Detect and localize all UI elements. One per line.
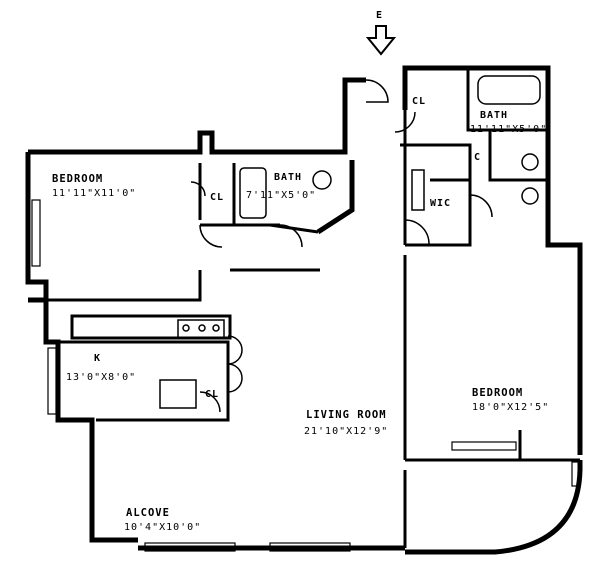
windows — [31, 199, 581, 552]
alcove-label: ALCOVE — [126, 507, 170, 519]
bath-center-label: BATH — [274, 172, 302, 183]
entry-marker-label: E — [376, 10, 383, 21]
bedroom-left-dims: 11'11"X11'0" — [52, 188, 136, 199]
exterior-walls — [25, 65, 583, 555]
kitchen-dims: 13'0"X8'0" — [66, 372, 136, 383]
closet-d-label: CL — [205, 389, 219, 400]
alcove-dims: 10'4"X10'0" — [124, 522, 201, 533]
doors — [190, 79, 493, 413]
bath-right-dims: 11'11"X5'0" — [470, 124, 547, 135]
interior-walls — [46, 68, 580, 548]
kitchen-label: K — [94, 353, 101, 364]
closet-b-label: CL — [412, 96, 426, 107]
bath-right-label: BATH — [480, 110, 508, 121]
bedroom-right-dims: 18'0"X12'5" — [472, 402, 549, 413]
closet-a-label: CL — [210, 192, 224, 203]
entry-arrow-icon — [365, 25, 397, 56]
wic-label: WIC — [430, 198, 451, 209]
bath-center-dims: 7'11"X5'0" — [246, 190, 316, 201]
closet-c-label: C — [474, 152, 481, 163]
bedroom-right-label: BEDROOM — [472, 387, 523, 399]
living-room-dims: 21'10"X12'9" — [304, 426, 388, 437]
fixtures — [159, 75, 541, 409]
bedroom-left-label: BEDROOM — [52, 173, 103, 185]
living-room-label: LIVING ROOM — [306, 409, 387, 421]
